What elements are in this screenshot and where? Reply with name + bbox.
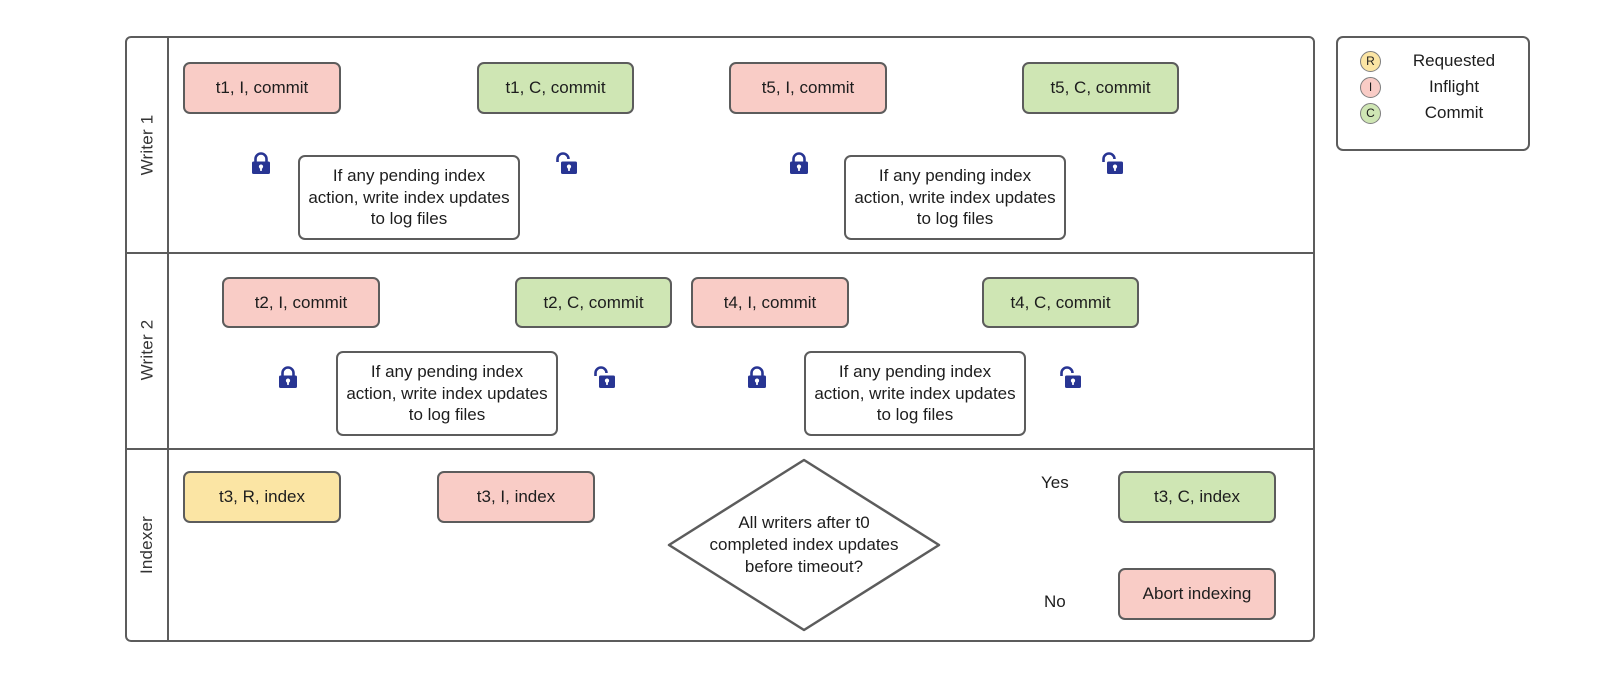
node-t2-inflight-commit[interactable]: t2, I, commit bbox=[222, 277, 380, 328]
node-t5-commit-commit[interactable]: t5, C, commit bbox=[1022, 62, 1179, 114]
lock-closed-icon bbox=[746, 366, 768, 390]
legend-label-requested: Requested bbox=[1412, 51, 1496, 70]
node-t4-inflight-commit[interactable]: t4, I, commit bbox=[691, 277, 849, 328]
lane-label-writer-1: Writer 1 bbox=[137, 114, 157, 176]
legend-label-commit: Commit bbox=[1424, 103, 1484, 122]
edge-label-yes: Yes bbox=[1041, 473, 1069, 492]
node-t1-inflight-commit[interactable]: t1, I, commit bbox=[183, 62, 341, 114]
node-writer2-index-action-b[interactable]: If any pending index action, write index… bbox=[804, 351, 1026, 436]
node-t3-inflight-index[interactable]: t3, I, index bbox=[437, 471, 595, 523]
lock-closed-icon bbox=[788, 152, 810, 176]
node-abort-indexing[interactable]: Abort indexing bbox=[1118, 568, 1276, 620]
lock-closed-icon bbox=[250, 152, 272, 176]
node-t5-inflight-commit[interactable]: t5, I, commit bbox=[729, 62, 887, 114]
lock-open-icon bbox=[594, 366, 616, 390]
lane-header-writer-2: Writer 2 bbox=[127, 252, 169, 448]
legend-badge-commit-icon: C bbox=[1360, 102, 1381, 124]
lane-divider-2 bbox=[127, 448, 1313, 450]
legend-label-inflight: Inflight bbox=[1428, 77, 1480, 96]
node-t4-commit-commit[interactable]: t4, C, commit bbox=[982, 277, 1139, 328]
lane-label-writer-2: Writer 2 bbox=[137, 319, 157, 381]
decision-all-writers-completed[interactable]: All writers after t0 completed index upd… bbox=[667, 458, 941, 632]
legend-item-inflight: I Inflight bbox=[1338, 74, 1528, 100]
node-t3-requested-index[interactable]: t3, R, index bbox=[183, 471, 341, 523]
node-t1-commit-commit[interactable]: t1, C, commit bbox=[477, 62, 634, 114]
node-t3-commit-index[interactable]: t3, C, index bbox=[1118, 471, 1276, 523]
edge-label-no: No bbox=[1044, 592, 1066, 611]
legend-item-requested: R Requested bbox=[1338, 48, 1528, 74]
node-writer1-index-action-b[interactable]: If any pending index action, write index… bbox=[844, 155, 1066, 240]
node-writer1-index-action-a[interactable]: If any pending index action, write index… bbox=[298, 155, 520, 240]
lock-open-icon bbox=[1060, 366, 1082, 390]
lock-closed-icon bbox=[277, 366, 299, 390]
lane-header-indexer: Indexer bbox=[127, 448, 169, 642]
lane-divider-1 bbox=[127, 252, 1313, 254]
node-writer2-index-action-a[interactable]: If any pending index action, write index… bbox=[336, 351, 558, 436]
legend-panel: R Requested I Inflight C Commit bbox=[1336, 36, 1530, 151]
lane-header-writer-1: Writer 1 bbox=[127, 38, 169, 252]
lock-open-icon bbox=[556, 152, 578, 176]
legend-badge-inflight-icon: I bbox=[1360, 76, 1381, 98]
legend-item-commit: C Commit bbox=[1338, 100, 1528, 126]
lane-label-indexer: Indexer bbox=[137, 515, 157, 575]
lock-open-icon bbox=[1102, 152, 1124, 176]
legend-badge-requested-icon: R bbox=[1360, 50, 1381, 72]
node-t2-commit-commit[interactable]: t2, C, commit bbox=[515, 277, 672, 328]
